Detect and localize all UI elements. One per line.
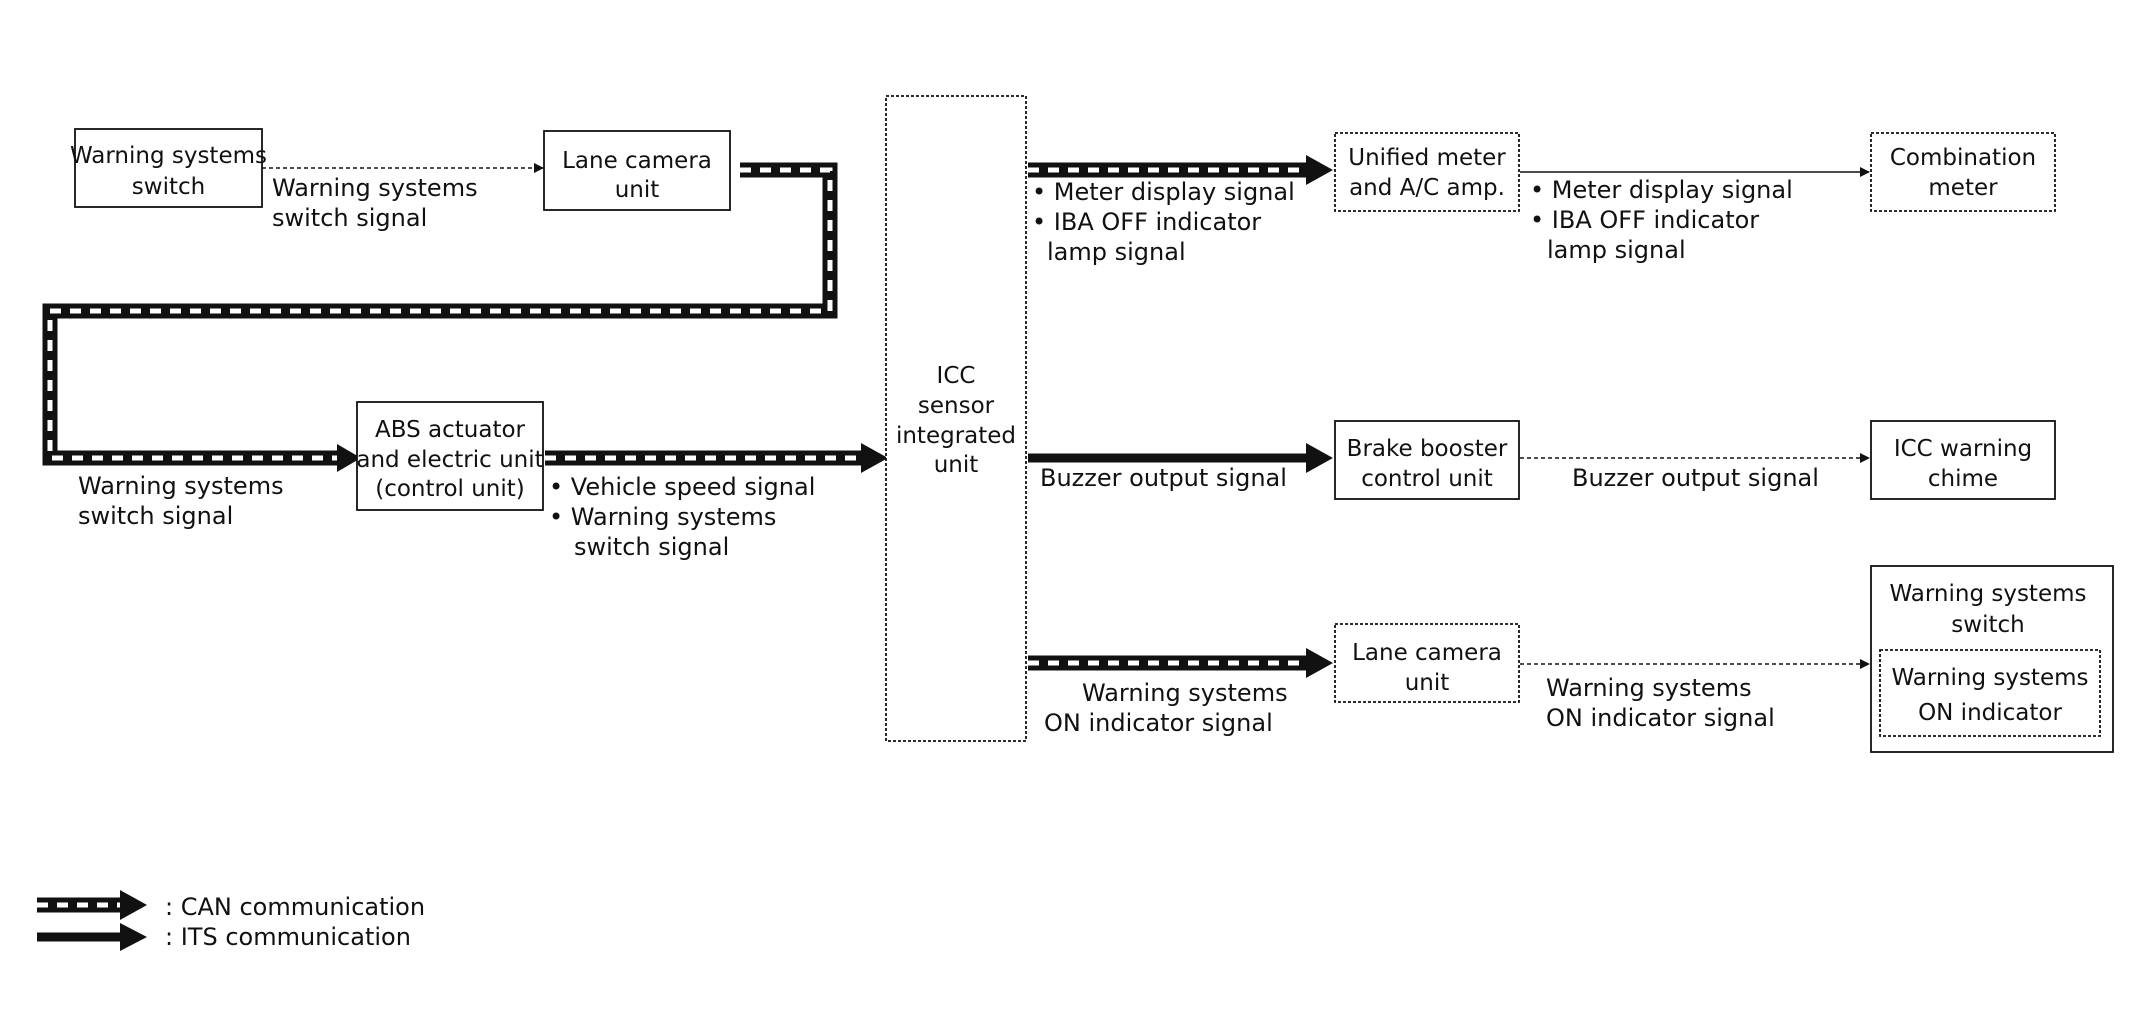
label-icc-to-meter: • Meter display signal • IBA OFF indicat…: [1032, 178, 1295, 266]
svg-text:Combination: Combination: [1890, 145, 2036, 171]
svg-text:and A/C amp.: and A/C amp.: [1349, 175, 1505, 201]
legend-its-symbol: [37, 923, 147, 951]
legend-can-symbol: [37, 890, 147, 920]
svg-text:lamp signal: lamp signal: [1047, 238, 1186, 266]
combination-meter-box: Combination meter: [1870, 132, 2056, 212]
svg-text:Lane camera: Lane camera: [1352, 640, 1502, 666]
lane-camera-unit-box-bottom: Lane camera unit: [1334, 623, 1520, 703]
warning-systems-switch-box-right: Warning systems switch Warning systems O…: [1870, 565, 2114, 753]
svg-text:Buzzer output signal: Buzzer output signal: [1040, 464, 1287, 492]
label-camera-to-abs: Warning systems switch signal: [78, 472, 284, 530]
svg-text:switch signal: switch signal: [78, 502, 233, 530]
warning-systems-switch-box: Warning systems switch: [70, 128, 267, 208]
svg-text:unit: unit: [615, 177, 660, 203]
svg-text:Buzzer output signal: Buzzer output signal: [1572, 464, 1819, 492]
label-switch-to-camera: Warning systems switch signal: [272, 174, 478, 232]
legend: : CAN communication : ITS communication: [37, 890, 425, 951]
warning-systems-on-indicator-box: Warning systems ON indicator: [1879, 649, 2101, 737]
icc-sensor-integrated-unit-box: ICC sensor integrated unit: [885, 95, 1027, 742]
label-camera-to-switch: Warning systems ON indicator signal: [1546, 674, 1775, 732]
svg-text:lamp signal: lamp signal: [1547, 236, 1686, 264]
svg-text:ON indicator signal: ON indicator signal: [1546, 704, 1775, 732]
svg-text:unit: unit: [1405, 670, 1450, 696]
label-icc-to-camera: Warning systems ON indicator signal: [1044, 679, 1288, 737]
label-meter-to-combo: • Meter display signal • IBA OFF indicat…: [1530, 176, 1793, 264]
its-line-icc-to-brake: [1028, 443, 1333, 473]
svg-text:ICC: ICC: [937, 363, 976, 389]
svg-text:Brake booster: Brake booster: [1347, 436, 1508, 462]
svg-text:integrated: integrated: [896, 423, 1016, 449]
label-brake-to-chime: Buzzer output signal: [1572, 464, 1819, 492]
svg-text:• Meter display signal: • Meter display signal: [1530, 176, 1793, 204]
svg-text:switch: switch: [1951, 612, 2024, 638]
svg-text:• Warning systems: • Warning systems: [549, 503, 776, 531]
svg-text:meter: meter: [1928, 175, 1998, 201]
svg-text:(control unit): (control unit): [375, 476, 525, 502]
svg-text:switch: switch: [132, 174, 205, 200]
svg-text:Warning systems: Warning systems: [1891, 665, 2088, 691]
svg-text:• IBA OFF indicator: • IBA OFF indicator: [1032, 208, 1261, 236]
unified-meter-box: Unified meter and A/C amp.: [1334, 132, 1520, 212]
svg-text:Warning systems: Warning systems: [1889, 581, 2086, 607]
abs-actuator-box: ABS actuator and electric unit (control …: [356, 401, 544, 511]
svg-text:sensor: sensor: [918, 393, 995, 419]
svg-text:and electric unit: and electric unit: [356, 447, 543, 473]
can-line-icc-to-meter: [1028, 155, 1333, 185]
can-line-icc-to-camera: [1028, 648, 1333, 678]
svg-text:Unified meter: Unified meter: [1348, 145, 1506, 171]
svg-text:ON indicator signal: ON indicator signal: [1044, 709, 1273, 737]
svg-text:ABS actuator: ABS actuator: [375, 417, 526, 443]
svg-text:Warning systems: Warning systems: [1546, 674, 1752, 702]
svg-text:• IBA OFF indicator: • IBA OFF indicator: [1530, 206, 1759, 234]
svg-text:chime: chime: [1928, 466, 1998, 492]
svg-text:unit: unit: [934, 452, 979, 478]
brake-booster-box: Brake booster control unit: [1334, 420, 1520, 500]
label-icc-to-brake: Buzzer output signal: [1040, 464, 1287, 492]
svg-text:switch signal: switch signal: [574, 533, 729, 561]
legend-can-label: : CAN communication: [165, 893, 425, 921]
legend-its-label: : ITS communication: [165, 923, 411, 951]
svg-text:control unit: control unit: [1361, 466, 1493, 492]
svg-text:• Meter display signal: • Meter display signal: [1032, 178, 1295, 206]
can-line-abs-to-icc: [545, 443, 888, 473]
svg-text:Warning systems: Warning systems: [272, 174, 478, 202]
label-abs-to-icc: • Vehicle speed signal • Warning systems…: [549, 473, 815, 561]
can-line-camera-to-abs: [42, 162, 838, 472]
svg-text:• Vehicle speed signal: • Vehicle speed signal: [549, 473, 815, 501]
lane-camera-unit-box-top: Lane camera unit: [543, 130, 731, 211]
icc-warning-chime-box: ICC warning chime: [1870, 420, 2056, 500]
svg-text:Warning systems: Warning systems: [1082, 679, 1288, 707]
svg-text:Warning systems: Warning systems: [78, 472, 284, 500]
svg-text:Lane camera: Lane camera: [562, 148, 712, 174]
svg-text:ICC warning: ICC warning: [1894, 436, 2032, 462]
svg-text:ON indicator: ON indicator: [1918, 700, 2062, 726]
svg-text:Warning systems: Warning systems: [70, 143, 267, 169]
svg-text:switch signal: switch signal: [272, 204, 427, 232]
